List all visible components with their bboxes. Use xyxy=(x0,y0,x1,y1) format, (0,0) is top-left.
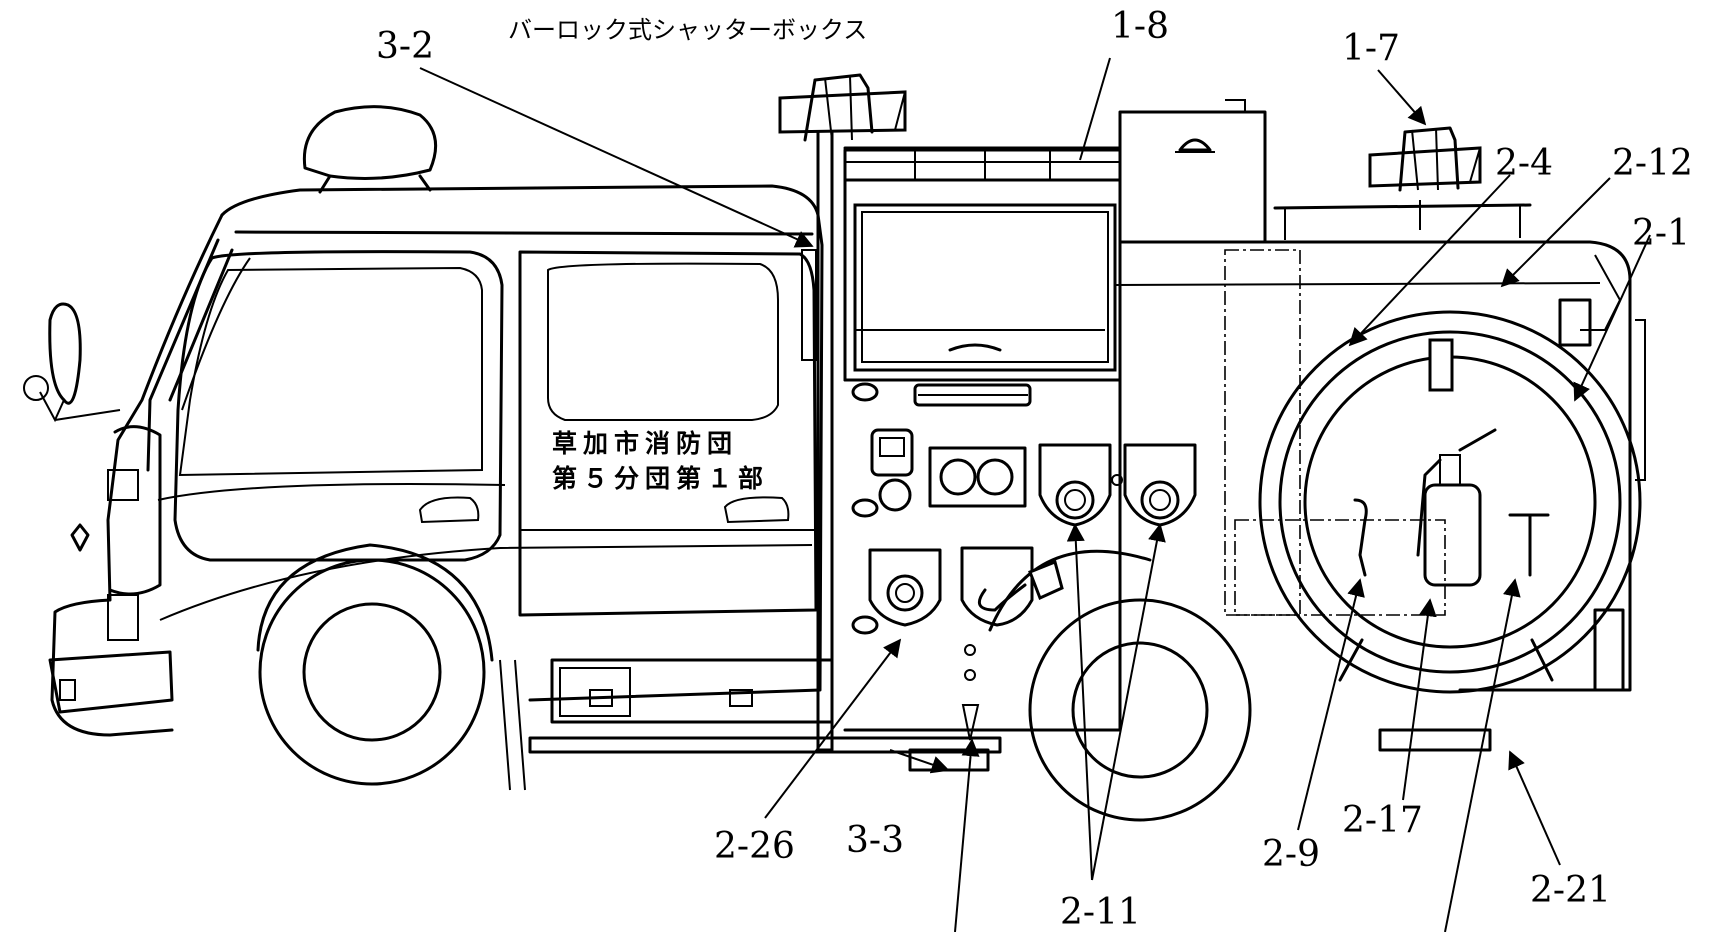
callout-leaders xyxy=(419,57,1651,932)
callout-2-11: 2-11 xyxy=(1060,892,1141,932)
callout-1-8: 1-8 xyxy=(1111,6,1169,47)
door-text-line1: 草加市消防団 xyxy=(552,429,738,458)
callout-2-17: 2-17 xyxy=(1342,800,1423,841)
callout-labels: バーロック式シャッターボックス 3-2 1-8 1-7 2-4 2-12 2-1… xyxy=(376,6,1693,932)
callout-2-12: 2-12 xyxy=(1612,143,1693,184)
front-wheel xyxy=(256,543,494,786)
callout-1-7: 1-7 xyxy=(1342,28,1400,69)
door-text-line2: 第５分団第１部 xyxy=(552,464,769,493)
callout-3-3: 3-3 xyxy=(846,820,904,861)
callout-2-21: 2-21 xyxy=(1530,870,1611,911)
callout-2-1: 2-1 xyxy=(1632,213,1690,254)
rear-wheel xyxy=(988,549,1252,822)
shutter-box-label: バーロック式シャッターボックス xyxy=(508,16,867,44)
shutter-box-left xyxy=(778,73,907,142)
callout-3-2: 3-2 xyxy=(376,26,434,67)
cab: 草加市消防団 第５分団第１部 xyxy=(23,105,1002,791)
callout-2-4: 2-4 xyxy=(1495,143,1553,184)
callout-2-26: 2-26 xyxy=(714,826,795,867)
shutter-box-right xyxy=(1368,126,1482,192)
callout-2-9: 2-9 xyxy=(1262,834,1320,875)
